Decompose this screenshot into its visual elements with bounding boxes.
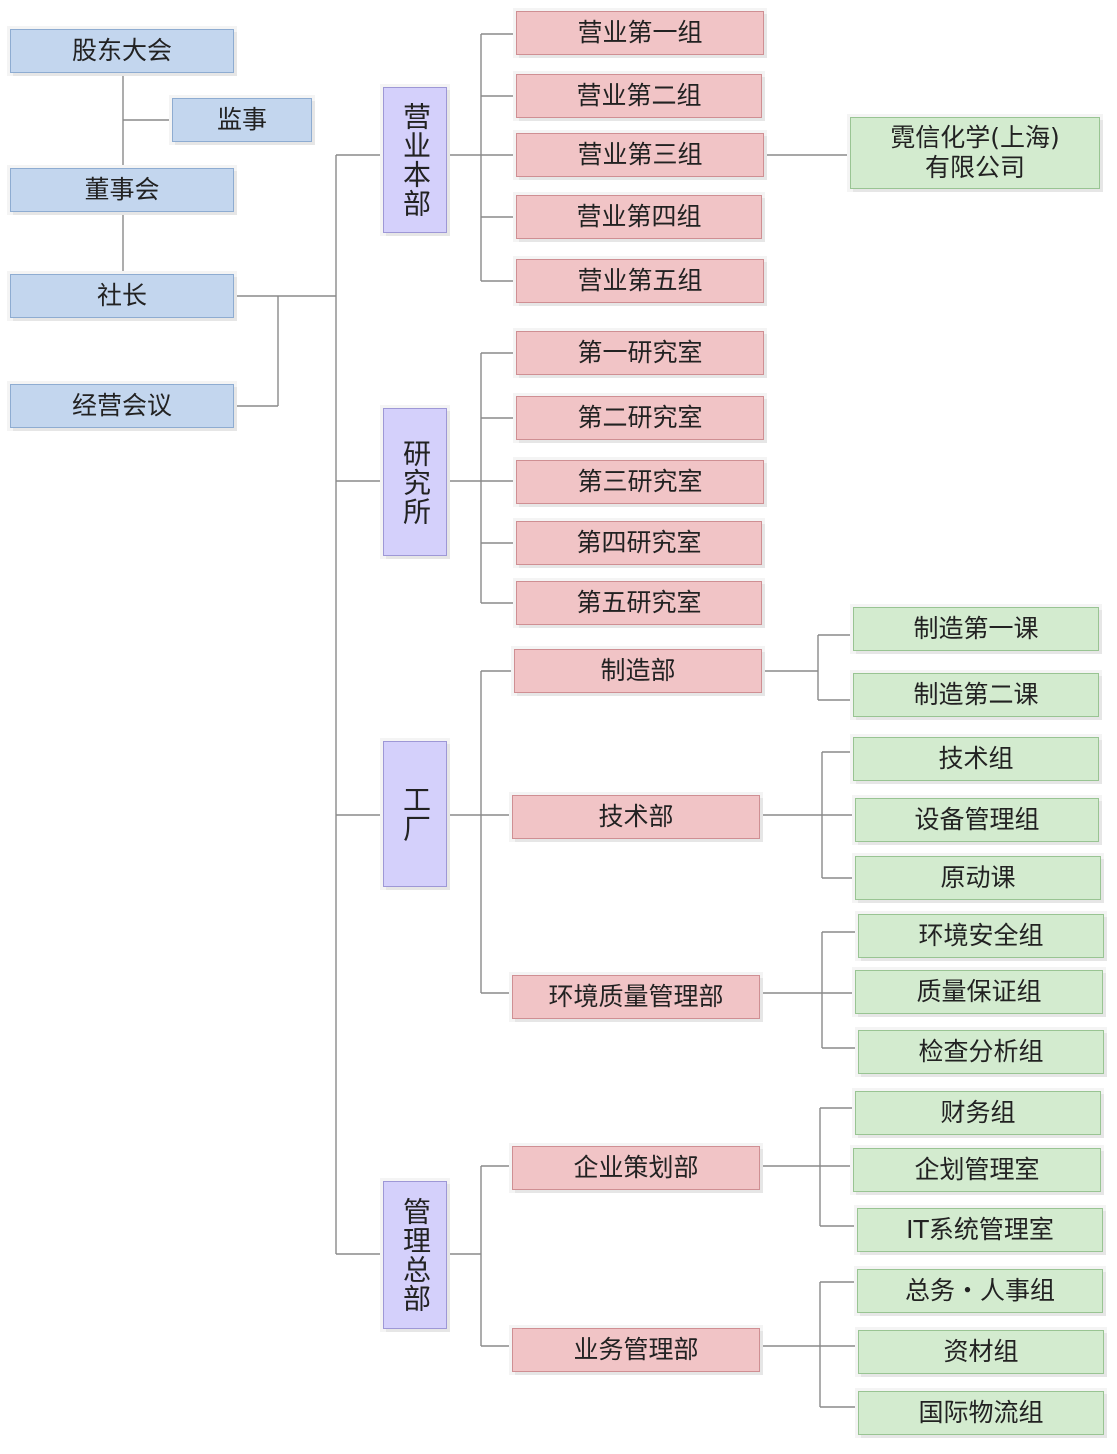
lab-box: 第四研究室: [516, 521, 762, 565]
manufacturing-unit-box: 制造第二课: [853, 673, 1099, 717]
business-unit-box: 资材组: [858, 1330, 1104, 1374]
manufacturing-dept-box: 制造部: [514, 649, 762, 693]
technical-unit-box: 技术组: [853, 737, 1099, 781]
admin-headquarters-box: 管理总部: [383, 1181, 447, 1329]
shareholders-box: 股东大会: [10, 29, 234, 73]
planning-dept-box: 企业策划部: [512, 1146, 760, 1190]
president-box: 社长: [10, 274, 234, 318]
env-quality-dept-box: 环境质量管理部: [512, 975, 760, 1019]
sales-division-box: 营业本部: [383, 87, 447, 233]
sales-group-box: 营业第一组: [516, 11, 764, 55]
env-unit-box: 质量保证组: [855, 970, 1103, 1014]
business-unit-box: 国际物流组: [858, 1391, 1104, 1435]
env-unit-box: 检查分析组: [858, 1030, 1104, 1074]
sales-group-box: 营业第五组: [516, 259, 764, 303]
lab-box: 第二研究室: [516, 396, 764, 440]
technical-unit-box: 设备管理组: [855, 798, 1099, 842]
planning-unit-box: 企划管理室: [853, 1148, 1101, 1192]
management-meeting-box: 经营会议: [10, 384, 234, 428]
sales-group-box: 营业第二组: [516, 74, 762, 118]
sales-group-box: 营业第三组: [516, 133, 764, 177]
lab-box: 第五研究室: [516, 581, 762, 625]
business-dept-box: 业务管理部: [512, 1328, 760, 1372]
technical-dept-box: 技术部: [512, 795, 760, 839]
technical-unit-box: 原动课: [855, 856, 1101, 900]
planning-unit-box: 财务组: [855, 1091, 1101, 1135]
lab-box: 第一研究室: [516, 331, 764, 375]
lab-box: 第三研究室: [516, 460, 764, 504]
subsidiary-box: 霓信化学(上海) 有限公司: [850, 117, 1100, 189]
supervisor-box: 监事: [172, 98, 312, 142]
business-unit-box: 总务・人事组: [857, 1269, 1103, 1313]
research-institute-box: 研究所: [383, 408, 447, 556]
factory-box: 工厂: [383, 741, 447, 887]
env-unit-box: 环境安全组: [858, 914, 1104, 958]
manufacturing-unit-box: 制造第一课: [853, 607, 1099, 651]
sales-group-box: 营业第四组: [516, 195, 762, 239]
planning-unit-box: IT系统管理室: [857, 1208, 1103, 1252]
board-box: 董事会: [10, 168, 234, 212]
